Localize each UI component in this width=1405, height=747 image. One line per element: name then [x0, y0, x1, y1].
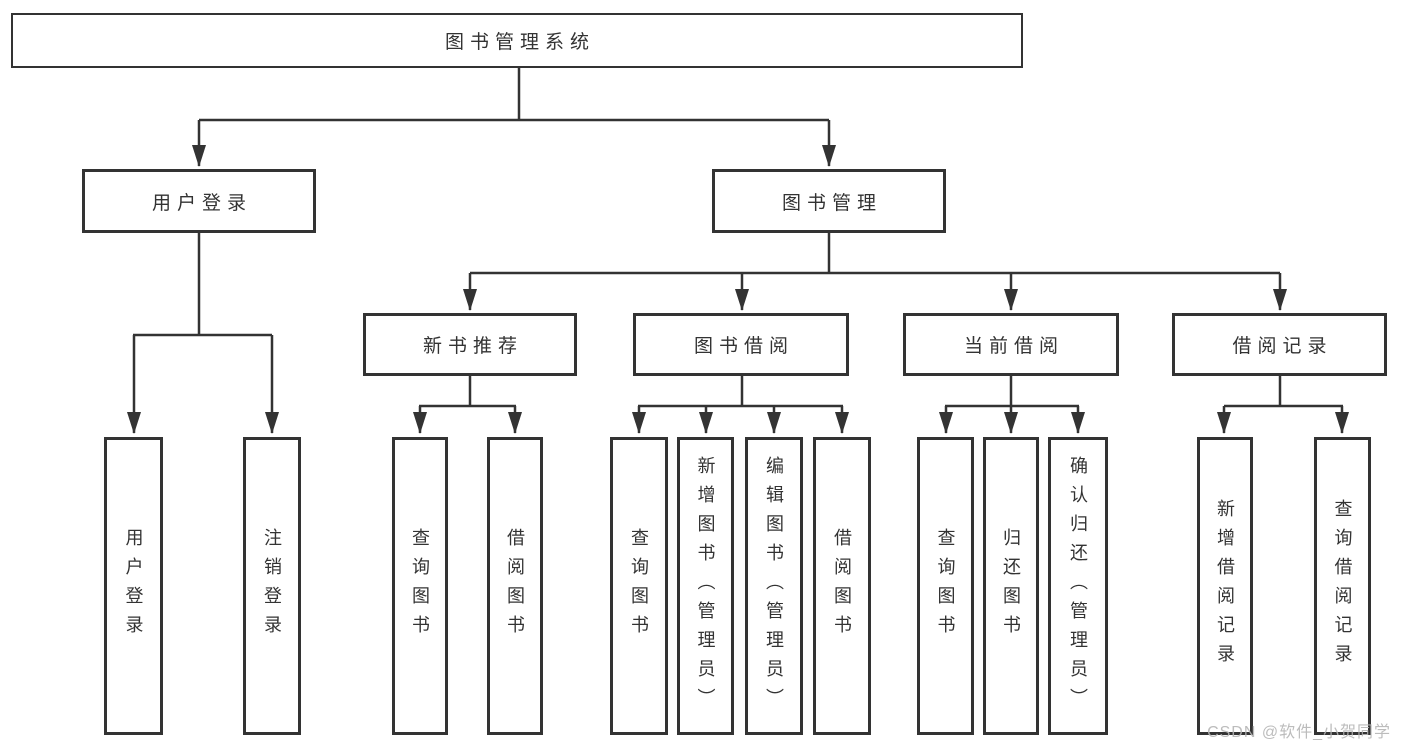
node-label: 查询图书	[410, 528, 430, 644]
node-label: 查询图书	[935, 528, 956, 644]
node-label: 确认归还（管理员）	[1068, 455, 1088, 717]
node-label: 用户登录	[151, 192, 252, 214]
node-borrowing-records: 借阅记录	[1172, 313, 1387, 376]
node-library-management-system: 图书管理系统	[11, 13, 1023, 68]
node-label: 注销登录	[262, 528, 282, 644]
node-leaf-query-borrow-record: 查询借阅记录	[1314, 437, 1371, 735]
node-label: 当前借阅	[963, 336, 1064, 357]
node-leaf-confirm-return-admin: 确认归还（管理员）	[1048, 437, 1108, 735]
node-book-borrowing: 图书借阅	[633, 313, 849, 376]
node-user-login: 用户登录	[82, 169, 316, 233]
node-leaf-edit-book-admin: 编辑图书（管理员）	[745, 437, 803, 735]
node-label: 图书借阅	[693, 336, 794, 357]
node-label: 图书管理系统	[444, 32, 595, 53]
connector-arrows	[127, 120, 1349, 434]
node-label: 借阅图书	[505, 528, 525, 644]
node-label: 查询借阅记录	[1332, 499, 1353, 673]
node-current-borrowing: 当前借阅	[903, 313, 1119, 376]
node-leaf-logout: 注销登录	[243, 437, 301, 735]
node-label: 借阅图书	[832, 528, 852, 644]
node-leaf-borrow-books-recommend: 借阅图书	[487, 437, 543, 735]
node-label: 借阅记录	[1232, 336, 1333, 357]
node-book-management: 图书管理	[712, 169, 946, 233]
node-leaf-query-books-current: 查询图书	[917, 437, 974, 735]
node-leaf-user-login: 用户登录	[104, 437, 163, 735]
node-leaf-query-books-recommend: 查询图书	[392, 437, 448, 735]
node-label: 图书管理	[781, 192, 882, 214]
node-new-book-recommend: 新书推荐	[363, 313, 577, 376]
node-label: 查询图书	[629, 528, 649, 644]
node-leaf-add-book-admin: 新增图书（管理员）	[677, 437, 734, 735]
connector-lines	[133, 68, 1343, 408]
node-leaf-query-books-borrow: 查询图书	[610, 437, 668, 735]
node-label: 用户登录	[123, 528, 144, 644]
node-leaf-borrow-books: 借阅图书	[813, 437, 871, 735]
node-label: 新增借阅记录	[1215, 499, 1235, 673]
node-leaf-return-book: 归还图书	[983, 437, 1039, 735]
watermark-text: CSDN @软件_小贺同学	[1207, 724, 1391, 741]
node-label: 新书推荐	[422, 336, 523, 357]
node-label: 新增图书（管理员）	[695, 455, 716, 717]
node-label: 编辑图书（管理员）	[764, 455, 784, 717]
node-leaf-add-borrow-record: 新增借阅记录	[1197, 437, 1253, 735]
node-label: 归还图书	[1001, 528, 1021, 644]
